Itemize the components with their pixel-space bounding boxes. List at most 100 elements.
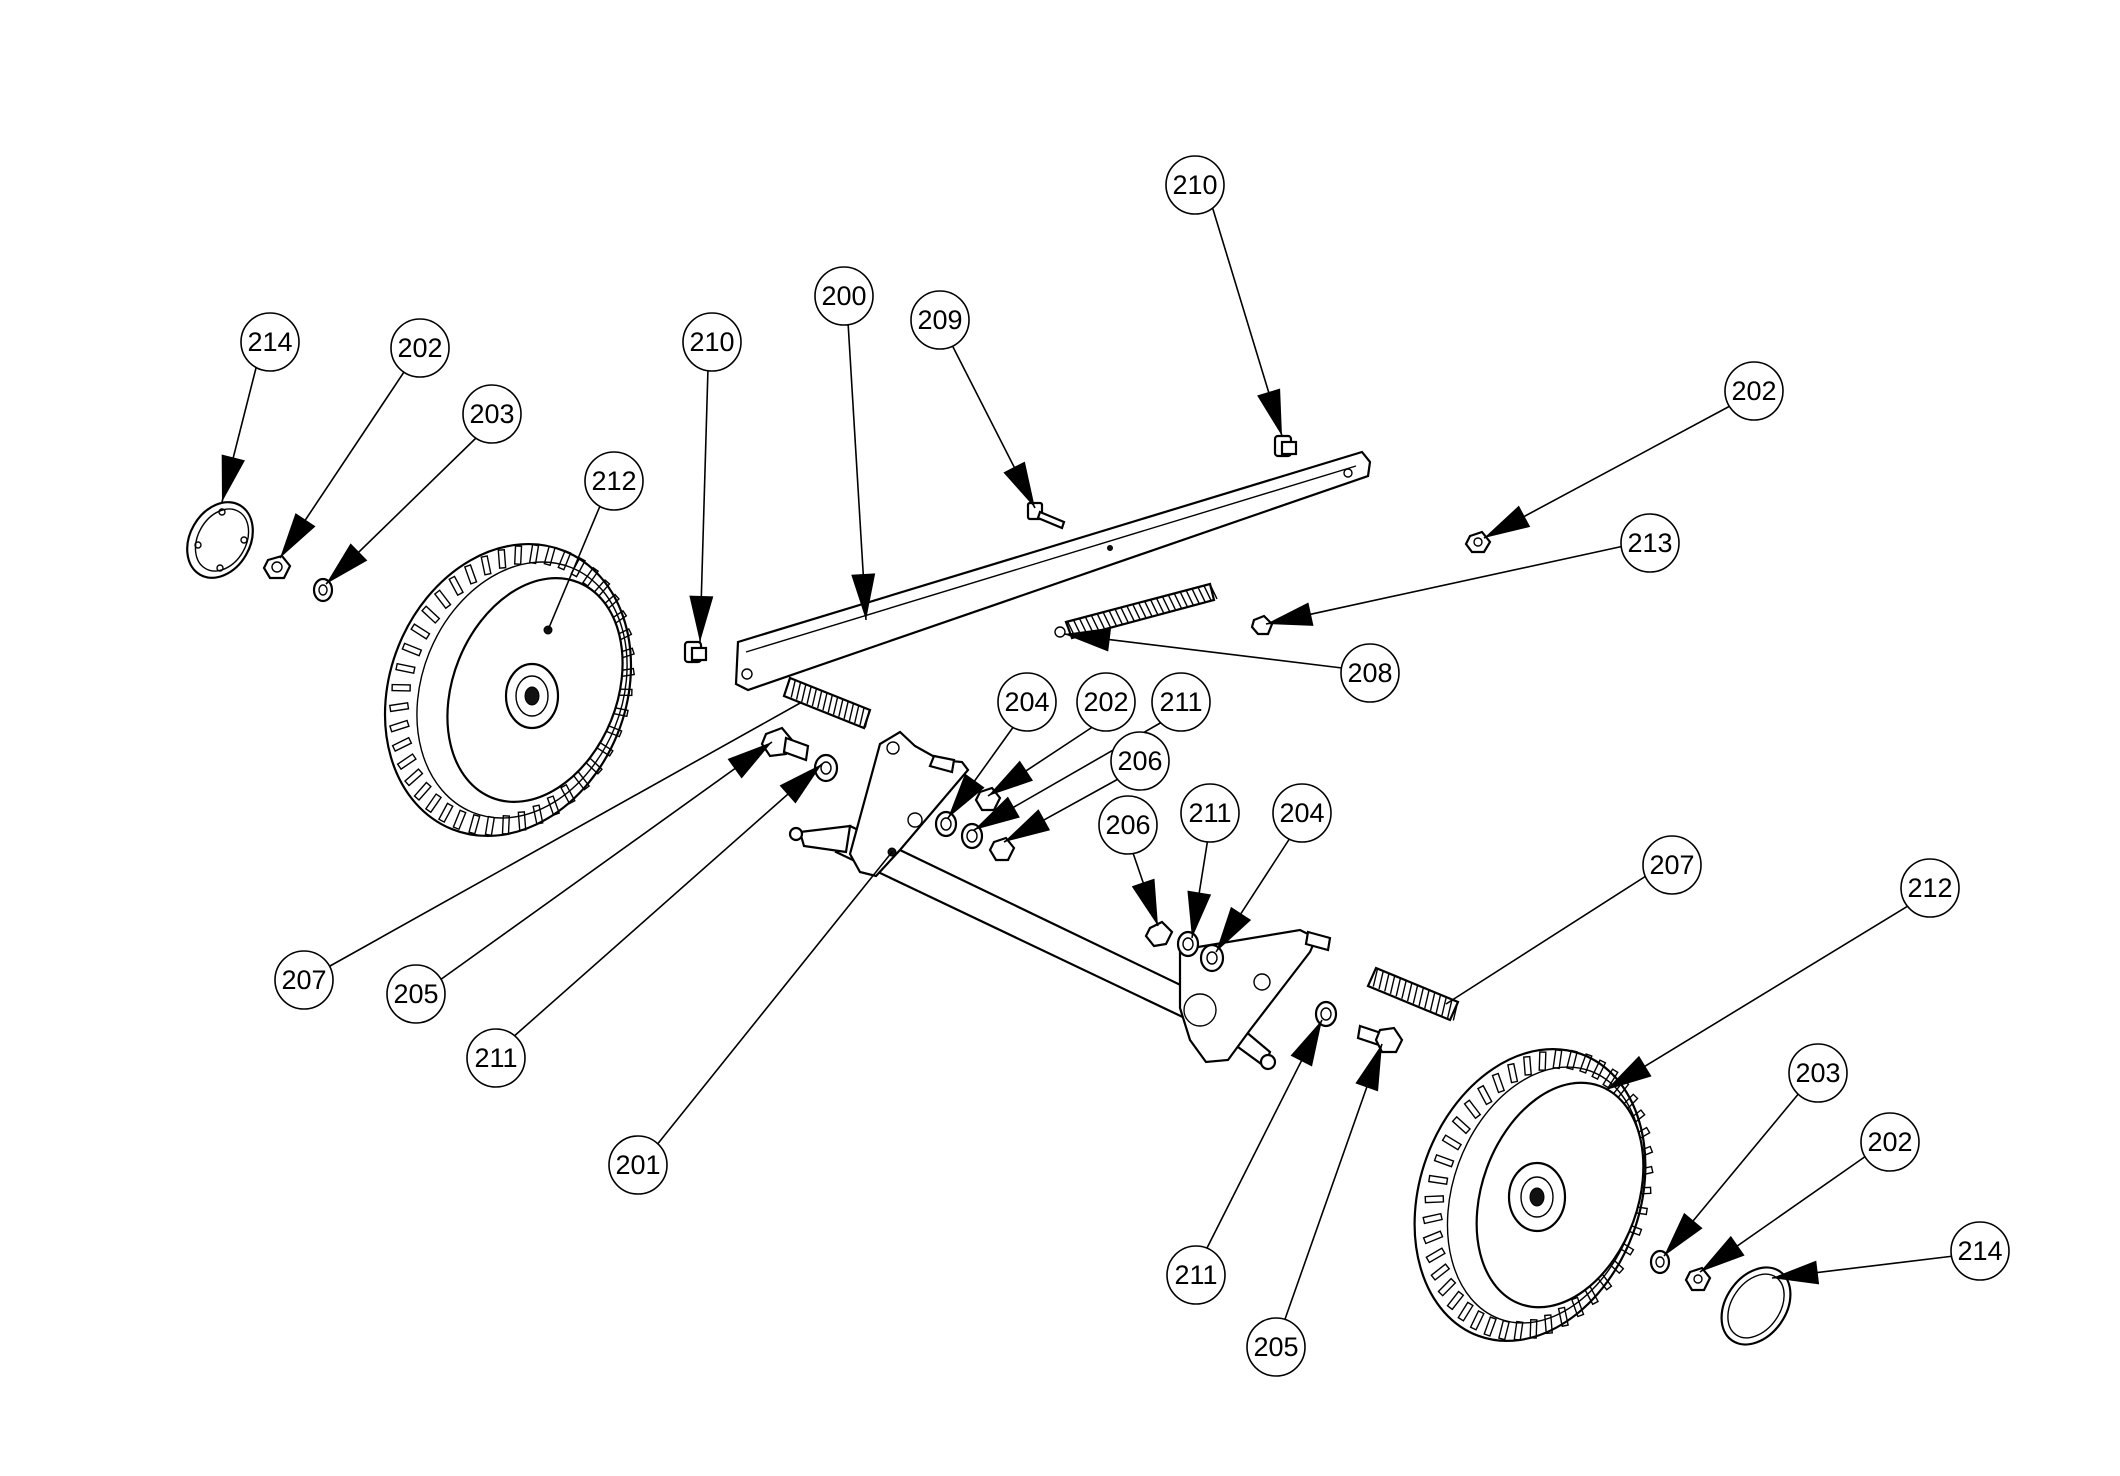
part-bolt-205-left — [760, 726, 810, 762]
callout-c212b: 212 — [1900, 858, 1960, 918]
arrowhead — [1355, 1044, 1382, 1092]
leader-line — [1265, 545, 1625, 625]
callout-c214a: 214 — [240, 312, 300, 372]
part-washer-stack-left — [934, 786, 1016, 862]
part-adjust-bar — [734, 450, 1372, 692]
callout-label: 205 — [393, 979, 438, 1009]
part-bolt-209 — [1026, 501, 1066, 530]
arrowhead — [1064, 627, 1112, 652]
arrowhead — [1131, 878, 1158, 926]
callout-c205b: 205 — [1246, 1317, 1306, 1377]
callout-label: 211 — [1174, 1260, 1217, 1290]
arrowhead — [1257, 388, 1282, 436]
part-nut-upper-right — [1464, 530, 1492, 554]
callout-label: 212 — [1907, 873, 1952, 903]
callout-bubbles: 210 210 200 209 214 202 203 212 202 213 208 204 202 2… — [240, 155, 2010, 1377]
part-pin-210-left — [683, 640, 708, 664]
callout-c203a: 203 — [462, 384, 522, 444]
callout-c203b: 203 — [1788, 1043, 1848, 1103]
callout-label: 201 — [615, 1150, 660, 1180]
part-bolt-205-right — [1356, 1024, 1404, 1054]
callout-c202c: 202 — [1076, 672, 1136, 732]
callout-label: 207 — [281, 965, 326, 995]
callout-c214b: 214 — [1950, 1221, 2010, 1281]
callout-label: 200 — [821, 281, 866, 311]
part-wheel-right — [1413, 1048, 1654, 1342]
arrowhead — [779, 764, 822, 804]
leader-line — [1063, 633, 1343, 669]
callout-label: 203 — [469, 399, 514, 429]
arrowhead — [1484, 505, 1531, 538]
leader-line — [1445, 875, 1647, 1005]
part-spring-upper — [1054, 582, 1218, 640]
callout-label: 209 — [917, 305, 962, 335]
callout-label: 211 — [1159, 687, 1202, 717]
part-spring-left — [782, 676, 872, 730]
callout-c210b: 210 — [682, 312, 742, 372]
callout-label: 202 — [1083, 687, 1128, 717]
leader-line — [329, 701, 803, 967]
callout-c202d: 202 — [1860, 1112, 1920, 1172]
leader-line — [511, 763, 823, 1039]
callout-c202b: 202 — [1724, 361, 1784, 421]
arrowhead — [1004, 809, 1051, 842]
callout-c212a: 212 — [584, 451, 644, 511]
part-hubcap-left — [186, 501, 254, 579]
part-hubcap-right — [1720, 1266, 1792, 1346]
part-nut-left — [262, 554, 292, 580]
part-nut-213 — [1250, 614, 1274, 636]
leader-line — [1605, 905, 1909, 1091]
part-nut-right — [1684, 1266, 1712, 1292]
callout-c213: 213 — [1620, 513, 1680, 573]
part-pin-210-right — [1273, 434, 1298, 458]
callout-c207b: 207 — [274, 950, 334, 1010]
callout-label: 207 — [1649, 850, 1694, 880]
part-washer-right — [1649, 1249, 1671, 1275]
callout-label: 205 — [1253, 1332, 1298, 1362]
leader-line — [655, 851, 893, 1147]
callout-c206a: 206 — [1110, 731, 1170, 791]
callout-c205a: 205 — [386, 964, 446, 1024]
arrowhead — [948, 773, 985, 818]
callout-c211a: 211 — [1151, 672, 1211, 732]
callout-label: 206 — [1105, 810, 1150, 840]
callout-label: 204 — [1279, 798, 1324, 828]
callout-c211c: 211 — [466, 1028, 526, 1088]
arrowhead — [1700, 1235, 1745, 1272]
callout-c211b: 211 — [1180, 783, 1240, 843]
arrowhead — [974, 796, 1020, 830]
arrowhead — [727, 742, 772, 779]
leader-line — [847, 321, 867, 621]
callout-c204a: 204 — [997, 672, 1057, 732]
callout-c211d: 211 — [1166, 1245, 1226, 1305]
arrowhead — [1187, 890, 1212, 938]
arrowhead — [1606, 1055, 1652, 1090]
part-spring-right — [1366, 966, 1460, 1022]
arrowhead — [1216, 906, 1252, 952]
callout-label: 214 — [247, 327, 292, 357]
leader-lines — [221, 205, 1955, 1323]
arrowhead — [1290, 1020, 1322, 1067]
arrowhead — [1772, 1260, 1820, 1285]
callout-c208: 208 — [1340, 643, 1400, 703]
arrowhead — [851, 573, 876, 620]
part-washer-left — [312, 577, 334, 603]
callout-label: 202 — [1731, 376, 1776, 406]
leader-line — [1483, 405, 1731, 539]
callout-label: 202 — [397, 333, 442, 363]
callout-label: 210 — [689, 327, 734, 357]
callout-label: 208 — [1347, 658, 1392, 688]
callout-label: 214 — [1957, 1236, 2002, 1266]
callout-label: 202 — [1867, 1127, 1912, 1157]
arrowhead — [280, 513, 316, 558]
callout-c204b: 204 — [1272, 783, 1332, 843]
callout-label: 213 — [1627, 528, 1672, 558]
callout-label: 210 — [1172, 170, 1217, 200]
callout-label: 206 — [1117, 746, 1162, 776]
callout-c207a: 207 — [1642, 835, 1702, 895]
callout-c201: 201 — [608, 1135, 668, 1195]
leader-line — [547, 505, 601, 631]
part-wheel-left — [383, 542, 636, 838]
arrowhead — [689, 595, 714, 642]
